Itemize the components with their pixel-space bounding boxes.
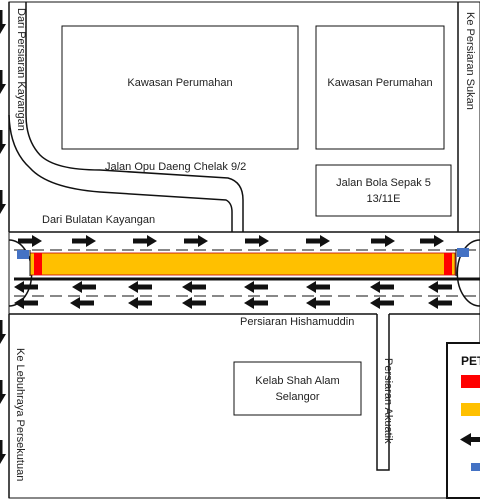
direction-arrow-left-icon [182, 297, 206, 309]
closure-end-right [444, 253, 452, 275]
legend-arrow-icon [460, 433, 480, 446]
direction-arrow-left-icon [14, 281, 38, 293]
direction-arrow-right-icon [184, 235, 208, 247]
direction-arrow-left-icon [370, 297, 394, 309]
direction-arrow-down-icon [0, 320, 6, 344]
opu-daeng-outer-edge [25, 2, 244, 232]
direction-arrow-down-icon [0, 10, 6, 34]
flag-right [457, 248, 469, 257]
direction-arrow-right-icon [420, 235, 444, 247]
legend-box [446, 342, 480, 499]
direction-arrow-left-icon [72, 281, 96, 293]
persiaran-kayangan-label: Dari Persiaran Kayangan [15, 8, 27, 131]
arrows-westbound-1 [14, 281, 452, 293]
legend-flag-swatch [471, 463, 480, 471]
direction-arrow-left-icon [244, 297, 268, 309]
direction-arrow-down-icon [0, 380, 6, 404]
roundabout-right [456, 239, 480, 307]
direction-arrow-right-icon [72, 235, 96, 247]
persiaran-sukan-label: Ke Persiaran Sukan [464, 12, 476, 110]
kawasan-perumahan-1-label: Kawasan Perumahan [127, 76, 233, 89]
direction-arrow-right-icon [18, 235, 42, 247]
kelab-label: Kelab Shah Alam Selangor [234, 362, 361, 415]
legend-red-swatch [461, 375, 480, 388]
kawasan-perumahan-2-box [315, 25, 445, 150]
hishamuddin-label: Persiaran Hishamuddin [240, 316, 355, 328]
direction-arrow-right-icon [245, 235, 269, 247]
lebuhraya-label: Ke Lebuhraya Persekutuan [14, 348, 26, 482]
legend-yellow-swatch [461, 403, 480, 416]
direction-arrow-left-icon [428, 281, 452, 293]
opu-daeng-inner-edge [8, 114, 233, 232]
arrows-westbound-2 [14, 297, 452, 309]
bola-sepak-line2: 13/11E [366, 192, 401, 205]
direction-arrow-left-icon [128, 297, 152, 309]
kelab-line2: Selangor [275, 390, 320, 403]
arrows-left-column [0, 10, 6, 464]
map-frame [8, 1, 480, 499]
kelab-box [233, 361, 362, 416]
persiaran-akuatik-label: Persiaran Akuatik [382, 358, 394, 444]
flag-left [17, 250, 29, 259]
bulatan-label: Dari Bulatan Kayangan [42, 214, 156, 226]
kelab-line1: Kelab Shah Alam [255, 374, 340, 387]
direction-arrow-left-icon [70, 297, 94, 309]
bola-sepak-label: Jalan Bola Sepak 5 13/11E [316, 165, 451, 216]
akuatik-road [376, 314, 390, 471]
direction-arrow-left-icon [428, 297, 452, 309]
direction-arrow-left-icon [14, 297, 38, 309]
direction-arrow-left-icon [182, 281, 206, 293]
direction-arrow-left-icon [306, 297, 330, 309]
opu-daeng-label: Jalan Opu Daeng Chelak 9/2 [105, 161, 247, 173]
closure-end-left [34, 253, 42, 275]
direction-arrow-left-icon [370, 281, 394, 293]
direction-arrow-down-icon [0, 190, 6, 214]
direction-arrow-left-icon [128, 281, 152, 293]
direction-arrow-right-icon [371, 235, 395, 247]
direction-arrow-right-icon [133, 235, 157, 247]
arrows-eastbound [18, 235, 444, 247]
legend-title: PET [461, 354, 480, 368]
direction-arrow-right-icon [306, 235, 330, 247]
closure-zone [29, 252, 456, 276]
direction-arrow-left-icon [306, 281, 330, 293]
direction-arrow-left-icon [244, 281, 268, 293]
bola-sepak-box [315, 164, 452, 217]
kawasan-perumahan-1-box [61, 25, 299, 150]
direction-arrow-down-icon [0, 130, 6, 154]
direction-arrow-down-icon [0, 70, 6, 94]
bola-sepak-line1: Jalan Bola Sepak 5 [336, 176, 431, 189]
kawasan-perumahan-2-label: Kawasan Perumahan [327, 76, 433, 89]
direction-arrow-down-icon [0, 440, 6, 464]
